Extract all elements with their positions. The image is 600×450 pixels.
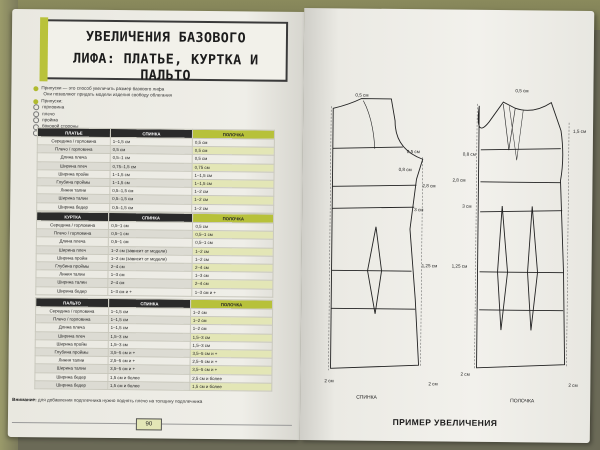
label-front-side-lower: 1,25 см xyxy=(452,264,468,269)
page-title-line-2: ЛИФА: ПЛАТЬЕ, КУРТКА И ПАЛЬТО xyxy=(72,50,259,84)
label-front-shoulder: 1,5 см xyxy=(573,129,586,134)
label-back-chest: 0,8 см xyxy=(399,167,412,172)
label-front: ПОЛОЧКА xyxy=(510,398,535,404)
table-cell: 1–3 см и + xyxy=(108,286,193,297)
pattern-drawing: 0,5 см 0,5 см 0,8 см 2,8 см 3 см 1,25 см… xyxy=(324,88,586,404)
table-cell: 1–3 см и + xyxy=(192,287,273,297)
label-back-top: 0,5 см xyxy=(355,93,368,98)
label-back: СПИНКА xyxy=(356,395,377,401)
label-front-top: 0,5 см xyxy=(515,88,528,93)
label-center-bottom: 2 см xyxy=(428,381,437,386)
footer-rule xyxy=(159,423,292,426)
label-front-hem: 2 см xyxy=(568,383,577,388)
table-cell: 1,5 см и более xyxy=(107,381,190,391)
table-cell: 1,5 см и более xyxy=(189,382,272,392)
title-box: УВЕЛИЧЕНИЯ БАЗОВОГО ЛИФА: ПЛАТЬЕ, КУРТКА… xyxy=(39,17,289,84)
circle-bullet-icon xyxy=(33,110,40,118)
left-page: УВЕЛИЧЕНИЯ БАЗОВОГО ЛИФА: ПЛАТЬЕ, КУРТКА… xyxy=(7,8,305,440)
label-back-side-lower: 1,25 см xyxy=(422,263,438,268)
right-page: 0,5 см 0,5 см 0,8 см 2,8 см 3 см 1,25 см… xyxy=(299,8,595,444)
label-front-chest: 0,8 см xyxy=(463,152,476,157)
label-back-top2: 0,5 см xyxy=(407,149,420,154)
footer-rule xyxy=(11,421,136,424)
table-cell: Ширина бедер xyxy=(35,286,109,296)
open-book: УВЕЛИЧЕНИЯ БАЗОВОГО ЛИФА: ПЛАТЬЕ, КУРТКА… xyxy=(7,5,599,447)
label-back-waist: 3 см xyxy=(414,207,423,212)
bullet-icon xyxy=(33,85,39,91)
table-cell: 0,5–1,5 см xyxy=(109,202,192,213)
page-number: 90 xyxy=(135,418,162,431)
page-title-line-1: УВЕЛИЧЕНИЯ БАЗОВОГО xyxy=(85,28,247,47)
label-back-side-upper: 2,8 см xyxy=(422,183,435,188)
label-front-side-upper: 2,8 см xyxy=(452,178,465,183)
front-bodice xyxy=(476,101,566,369)
attention-note: Внимание: для добавления подплечника нуж… xyxy=(12,396,203,404)
circle-bullet-icon xyxy=(33,104,40,111)
circle-bullet-icon xyxy=(33,117,40,124)
label-front-bottom: 2 см xyxy=(460,372,469,377)
table-cell: 1–2 см xyxy=(191,203,274,213)
table-cell: Ширина бедер xyxy=(34,380,108,390)
label-back-bottom: 2 см xyxy=(324,378,333,383)
back-bodice xyxy=(330,98,424,369)
table-cell: Ширина бедер xyxy=(36,202,110,212)
label-front-waist: 3 см xyxy=(462,204,471,209)
bullet-icon xyxy=(33,98,39,104)
